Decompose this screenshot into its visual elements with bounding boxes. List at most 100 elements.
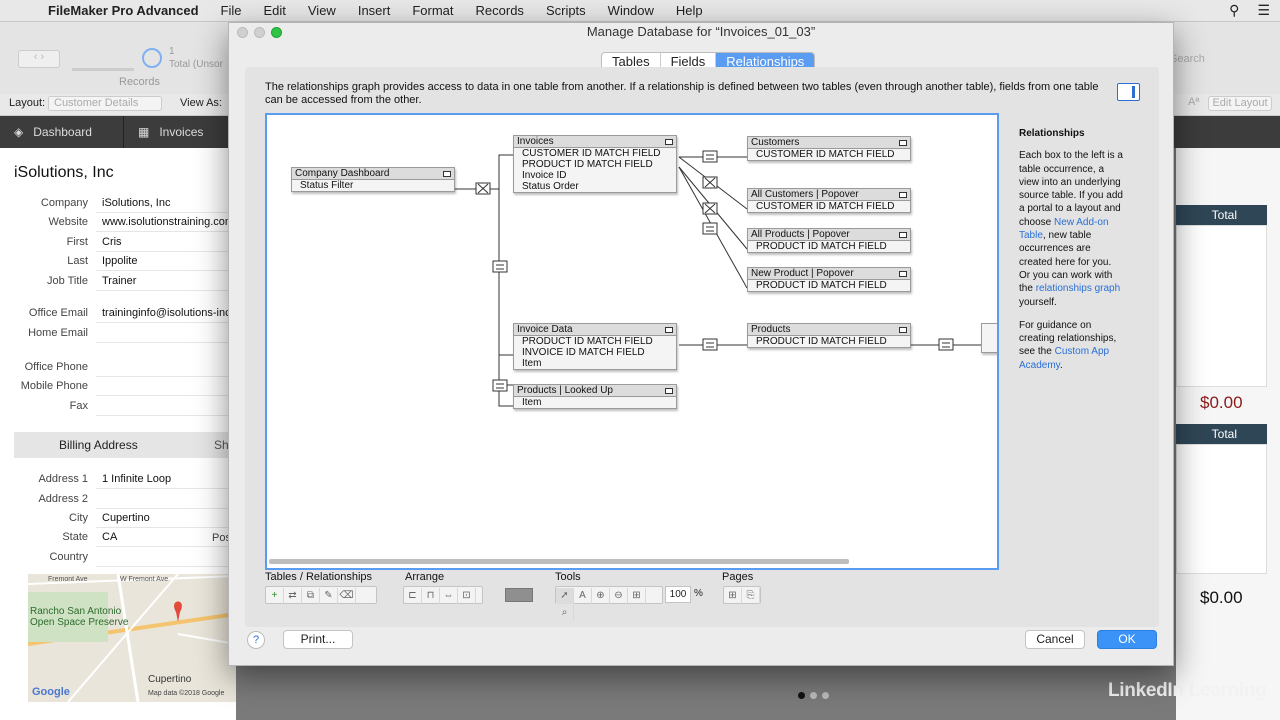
layout-select[interactable]: Customer Details bbox=[48, 96, 162, 111]
table-field: Status Order bbox=[522, 181, 579, 192]
menu-records[interactable]: Records bbox=[475, 3, 524, 18]
field-value[interactable] bbox=[96, 358, 236, 377]
field-value[interactable]: 1 Infinite Loop bbox=[96, 470, 236, 489]
close-window-button[interactable] bbox=[237, 27, 248, 38]
edit-layout-button[interactable]: Edit Layout bbox=[1208, 96, 1272, 111]
spotlight-search-icon[interactable]: ⚲ bbox=[1229, 2, 1240, 18]
field-value[interactable]: CA bbox=[96, 528, 236, 547]
align-top-icon[interactable]: ⊓ bbox=[422, 588, 440, 604]
page-dot[interactable] bbox=[822, 692, 829, 699]
postal-label: Pos bbox=[212, 532, 231, 544]
color-swatch[interactable] bbox=[505, 588, 533, 602]
table-invoices[interactable]: Invoices CUSTOMER ID MATCH FIELD PRODUCT… bbox=[513, 135, 677, 193]
record-pie-icon bbox=[142, 48, 162, 68]
table-all-products-popover[interactable]: All Products | Popover PRODUCT ID MATCH … bbox=[747, 228, 911, 253]
field-value[interactable]: www.isolutionstraining.com bbox=[96, 213, 236, 232]
field-value[interactable] bbox=[96, 397, 236, 416]
nav-invoices[interactable]: ▦ Invoices bbox=[124, 116, 236, 148]
page-dot-active[interactable] bbox=[798, 692, 805, 699]
table-products[interactable]: Products PRODUCT ID MATCH FIELD bbox=[747, 323, 911, 348]
total-header-1: Total bbox=[1176, 205, 1267, 225]
field-value[interactable] bbox=[96, 324, 236, 343]
delete-icon[interactable]: ⌫ bbox=[338, 588, 356, 604]
field-value[interactable] bbox=[96, 377, 236, 396]
table-invoice-data[interactable]: Invoice Data PRODUCT ID MATCH FIELD INVO… bbox=[513, 323, 677, 370]
menu-insert[interactable]: Insert bbox=[357, 3, 391, 18]
record-slider[interactable] bbox=[72, 68, 134, 71]
zoom-in-icon[interactable]: ⊕ bbox=[592, 588, 610, 604]
menu-view[interactable]: View bbox=[307, 3, 336, 18]
menu-scripts[interactable]: Scripts bbox=[545, 3, 586, 18]
print-button[interactable]: Print... bbox=[283, 630, 353, 649]
menu-format[interactable]: Format bbox=[412, 3, 454, 18]
format-icon[interactable]: Aª bbox=[1188, 96, 1200, 108]
zoom-field[interactable]: 100 bbox=[665, 586, 691, 603]
field-value[interactable] bbox=[96, 548, 236, 567]
field-value[interactable] bbox=[96, 490, 236, 509]
relationships-graph[interactable]: Company Dashboard Status Filter Invoices… bbox=[265, 113, 999, 570]
text-tool-icon[interactable]: A bbox=[574, 588, 592, 604]
field-value[interactable]: iSolutions, Inc bbox=[96, 194, 236, 213]
field-value[interactable]: Trainer bbox=[96, 272, 236, 291]
edit-icon[interactable]: ✎ bbox=[320, 588, 338, 604]
add-relationship-icon[interactable]: ⇄ bbox=[284, 588, 302, 604]
page-dot[interactable] bbox=[810, 692, 817, 699]
duplicate-icon[interactable]: ⧉ bbox=[302, 588, 320, 604]
field-value[interactable]: Cris bbox=[96, 233, 236, 252]
menu-app-name[interactable]: FileMaker Pro Advanced bbox=[48, 3, 199, 18]
field-label: Office Email bbox=[28, 307, 88, 319]
table-header: New Product | Popover bbox=[748, 268, 910, 280]
table-field: PRODUCT ID MATCH FIELD bbox=[522, 336, 653, 347]
highlight-icon[interactable]: ⌕ bbox=[556, 605, 574, 621]
fit-icon[interactable]: ⊞ bbox=[628, 588, 646, 604]
field-row-country: Country bbox=[0, 548, 236, 567]
tab-relationships[interactable]: Relationships bbox=[716, 53, 815, 71]
cancel-button[interactable]: Cancel bbox=[1025, 630, 1085, 649]
pointer-icon[interactable]: ➚ bbox=[556, 588, 574, 604]
table-products-looked-up[interactable]: Products | Looked Up Item bbox=[513, 384, 677, 409]
field-value[interactable]: Cupertino bbox=[96, 509, 236, 528]
menu-help[interactable]: Help bbox=[675, 3, 703, 18]
notification-center-icon[interactable]: ☰ bbox=[1257, 2, 1270, 18]
resize-icon[interactable]: ⊡ bbox=[458, 588, 476, 604]
ok-button[interactable]: OK bbox=[1097, 630, 1157, 649]
field-row-office-email: Office Email traininginfo@isolutions-inc bbox=[0, 304, 236, 323]
toggle-sidebar-icon[interactable] bbox=[1117, 83, 1140, 101]
page-setup-icon[interactable]: ⊞ bbox=[724, 588, 742, 604]
custom-app-academy-link[interactable]: Custom App Academy bbox=[1019, 346, 1110, 371]
menu-file[interactable]: File bbox=[220, 3, 242, 18]
new-addon-table-link[interactable]: New Add-on Table bbox=[1019, 216, 1109, 242]
tab-shipping-address[interactable]: Sh bbox=[214, 438, 229, 452]
minimize-window-button[interactable] bbox=[254, 27, 265, 38]
zoom-out-icon[interactable]: ⊖ bbox=[610, 588, 628, 604]
distribute-icon[interactable]: ⇔ bbox=[440, 588, 458, 604]
menu-edit[interactable]: Edit bbox=[263, 3, 286, 18]
table-new-product-popover[interactable]: New Product | Popover PRODUCT ID MATCH F… bbox=[747, 267, 911, 292]
nav-dashboard[interactable]: ◈ Dashboard bbox=[0, 116, 124, 148]
table-customers[interactable]: Customers CUSTOMER ID MATCH FIELD bbox=[747, 136, 911, 161]
page-break-icon[interactable]: ⎘ bbox=[742, 588, 760, 604]
menu-window[interactable]: Window bbox=[607, 3, 654, 18]
relationships-graph-link[interactable]: relationships graph bbox=[1035, 283, 1121, 295]
tab-tables[interactable]: Tables bbox=[602, 53, 661, 71]
field-value[interactable]: traininginfo@isolutions-inc bbox=[96, 304, 236, 323]
table-company-dashboard[interactable]: Company Dashboard Status Filter bbox=[291, 167, 455, 192]
align-left-icon[interactable]: ⊏ bbox=[404, 588, 422, 604]
help-button[interactable]: ? bbox=[247, 631, 265, 649]
zoom-window-button[interactable] bbox=[271, 27, 282, 38]
field-label: Last bbox=[67, 255, 88, 267]
location-map[interactable]: Rancho San Antonio Open Space Preserve W… bbox=[28, 574, 236, 702]
table-header: Company Dashboard bbox=[292, 168, 454, 180]
graph-scrollbar[interactable] bbox=[269, 559, 849, 564]
search-field[interactable]: Search bbox=[1170, 53, 1205, 65]
tab-fields[interactable]: Fields bbox=[661, 53, 717, 71]
tab-billing-address[interactable]: Billing Address bbox=[59, 438, 138, 452]
map-label-w-fremont: W Fremont Ave bbox=[120, 576, 169, 583]
add-table-icon[interactable]: + bbox=[266, 588, 284, 604]
field-value[interactable]: Ippolite bbox=[96, 252, 236, 271]
group-pages-label: Pages bbox=[722, 571, 754, 583]
window-controls bbox=[237, 27, 282, 38]
record-back-button[interactable]: ‹ › bbox=[18, 50, 60, 68]
table-offscreen[interactable] bbox=[981, 323, 997, 353]
table-all-customers-popover[interactable]: All Customers | Popover CUSTOMER ID MATC… bbox=[747, 188, 911, 213]
